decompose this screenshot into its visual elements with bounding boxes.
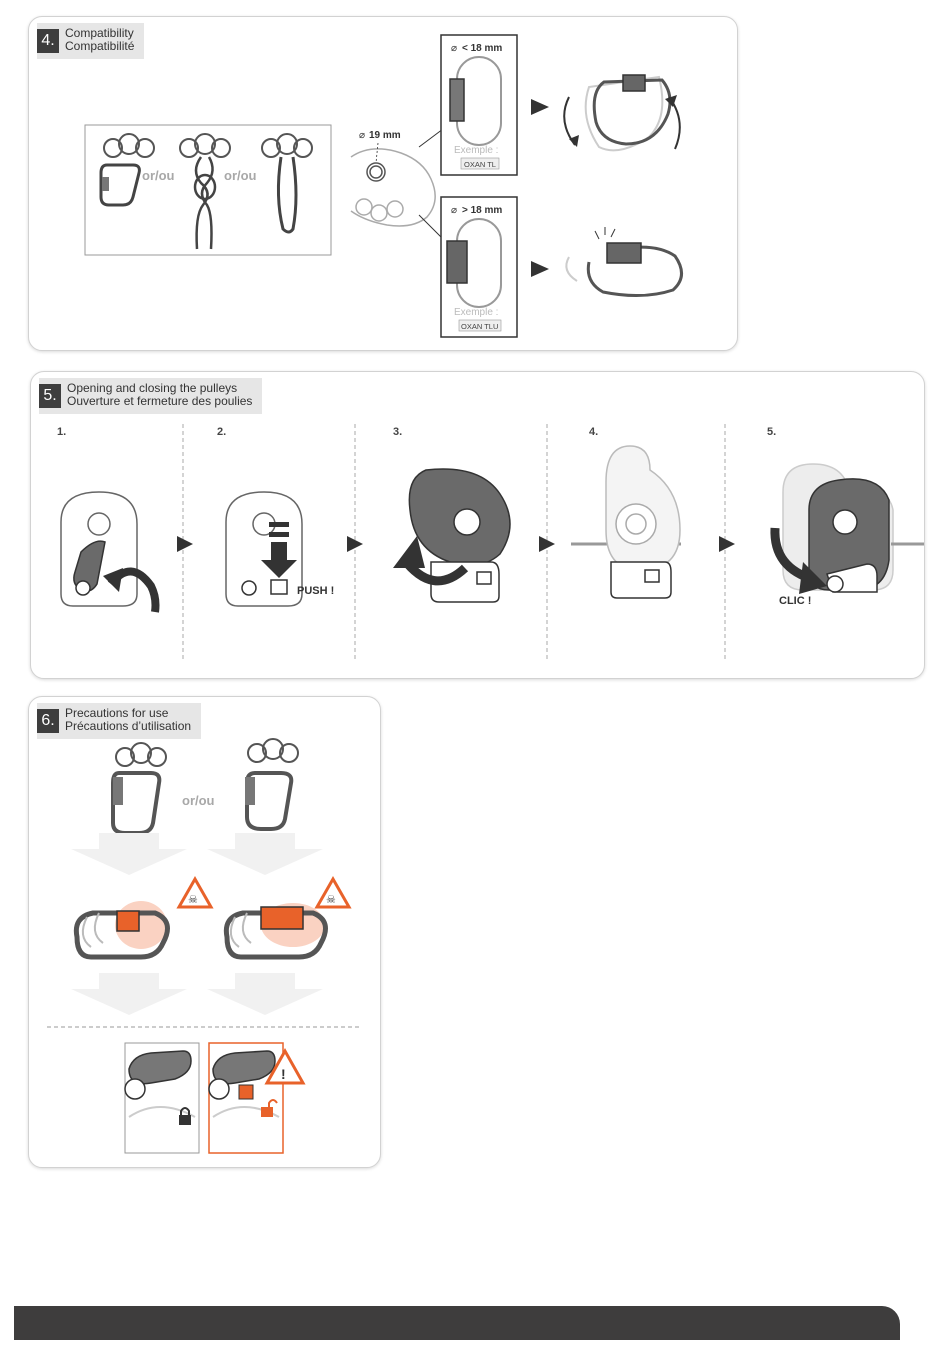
large-gate-diameter: > 18 mm [462, 205, 502, 216]
example-label: Exemple : [454, 145, 498, 156]
example-model: OXAN TL [464, 160, 496, 169]
pulley-with-sling-icon [262, 134, 312, 232]
svg-text:⌀: ⌀ [451, 43, 457, 54]
gate-unlocked-panel: ! [209, 1043, 303, 1153]
precautions-illustration: or/ou ☠ ☠ [29, 697, 380, 1167]
clic-label: CLIC ! [779, 595, 811, 607]
compatibility-illustration: or/ou or/ou ⌀ 19 mm ⌀ < 18 mm [29, 17, 737, 350]
example-model: OXAN TLU [461, 322, 498, 331]
step2-pulley-icon: PUSH ! [226, 492, 334, 606]
step4-pulley-icon [571, 446, 681, 598]
danger-skull-icon: ☠ [179, 879, 211, 907]
example-label: Exemple : [454, 307, 498, 318]
arrow-right-icon [531, 261, 549, 277]
carabiner-cross-loaded-icon [76, 901, 167, 957]
svg-text:☠: ☠ [326, 894, 336, 906]
gate-sleeve-icon [450, 79, 464, 121]
or-label: or/ou [142, 168, 175, 183]
arrow-right-icon [177, 536, 193, 552]
or-label: or/ou [224, 168, 257, 183]
arrow-right-icon [719, 536, 735, 552]
push-label: PUSH ! [297, 585, 334, 597]
step1-pulley-icon [61, 492, 156, 612]
arrow-right-icon [531, 99, 549, 115]
svg-text:⌀: ⌀ [359, 130, 365, 141]
small-gate-diameter: < 18 mm [462, 43, 502, 54]
carabiner-blocked-icon [566, 227, 681, 296]
gate-sleeve-icon [447, 241, 467, 283]
hole-diameter-label: 19 mm [369, 130, 401, 141]
opening-steps-illustration: PUSH ! CL [31, 372, 924, 678]
section-compatibility: 4. Compatibility Compatibilité or/ou or/… [28, 16, 738, 351]
pulley-with-rope-knot-icon [180, 134, 230, 249]
carabiner-on-pulley-icon [113, 743, 166, 833]
or-label: or/ou [182, 793, 215, 808]
gate-locked-panel [125, 1043, 199, 1153]
svg-text:!: ! [281, 1066, 286, 1082]
carabiner-cross-loaded-icon [226, 903, 325, 957]
step3-pulley-open-icon [393, 469, 510, 602]
step5-pulley-closed-icon: CLIC ! [775, 464, 924, 607]
carabiner-on-pulley-icon [245, 739, 298, 829]
section-precautions: 6. Precautions for use Précautions d’uti… [28, 696, 381, 1168]
danger-skull-icon: ☠ [317, 879, 349, 907]
pulley-plate-icon [351, 149, 435, 226]
carabiner-rotating-icon [564, 75, 680, 150]
footer-bar [14, 1306, 900, 1340]
svg-text:⌀: ⌀ [451, 205, 457, 216]
svg-text:☠: ☠ [188, 894, 198, 906]
section-opening-closing: 5. Opening and closing the pulleys Ouver… [30, 371, 925, 679]
